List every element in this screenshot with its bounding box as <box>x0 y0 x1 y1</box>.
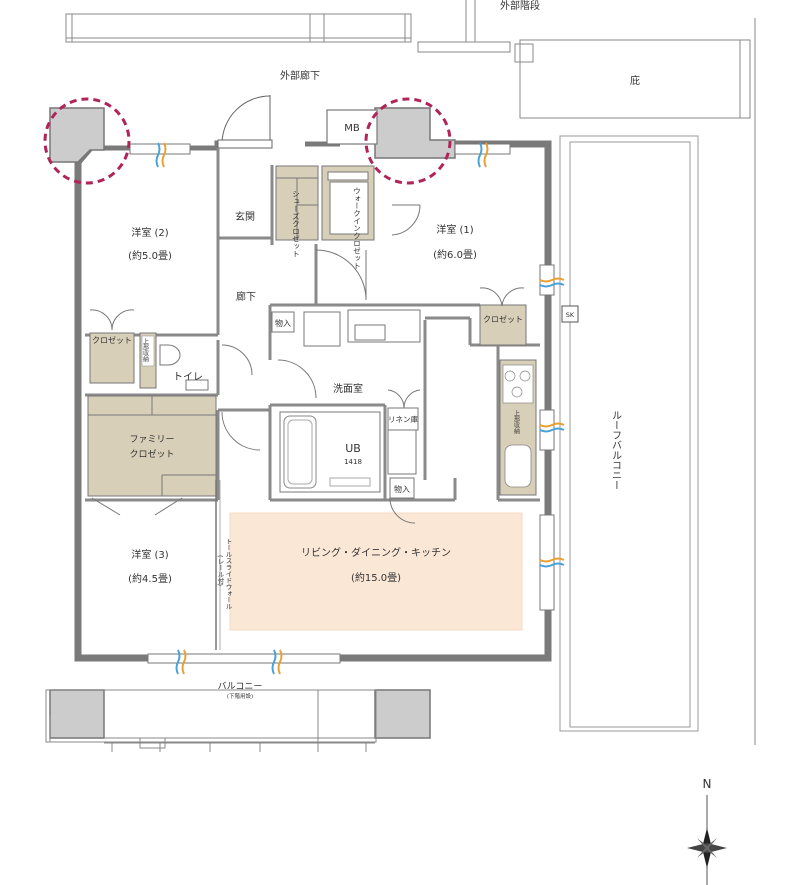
upper-shelf-label: 上部収納 <box>142 337 149 363</box>
upper-storage-label: 上部収納 <box>513 409 520 435</box>
balcony <box>45 689 377 752</box>
sk-label: SK <box>566 311 575 319</box>
outer-corridor-label: 外部廊下 <box>280 69 320 82</box>
western-room-1-label: 洋室 (1) <box>436 223 473 236</box>
ldk-size: (約15.0畳) <box>351 571 401 584</box>
tall-slide-wall[interactable]: トールスライドウォール (レール付) <box>215 480 232 650</box>
balcony-label: バルコニー <box>218 681 263 692</box>
ldk-area: リビング・ダイニング・キッチン (約15.0畳) <box>229 512 523 631</box>
western-room-1-size: (約6.0畳) <box>433 248 477 261</box>
upper-shelf: 上部収納 <box>139 332 157 389</box>
ldk-label: リビング・ダイニング・キッチン <box>301 546 451 559</box>
toilet-label: トイレ <box>173 372 203 383</box>
north-label: N <box>703 777 712 791</box>
shoes-closet: シューズクロゼット <box>275 165 319 258</box>
linen-cabinet: リネン庫 <box>387 407 419 431</box>
ac-icons <box>155 142 565 675</box>
closet-right-label: クロゼット <box>483 314 523 324</box>
outer-stairs-structure <box>65 0 756 745</box>
washroom-fixtures <box>303 309 421 475</box>
unit-bath-size: 1418 <box>344 458 362 466</box>
unit-bath: UB 1418 <box>279 411 381 493</box>
roof-balcony-label: ルーフバルコニー <box>610 410 622 490</box>
family-closet-label-1: ファミリー <box>129 435 174 445</box>
outer-stairs-label: 外部階段 <box>500 0 540 12</box>
unit-bath-label: UB <box>345 442 361 455</box>
closet-left-label: クロゼット <box>92 335 132 345</box>
highlight-circles <box>43 97 452 185</box>
walkin-closet: ウォークインクロゼット <box>321 165 375 270</box>
storage-1: 物入 <box>271 311 295 333</box>
entrance-door[interactable] <box>217 95 273 149</box>
mb-label: MB <box>344 123 360 134</box>
wall-pillars <box>49 107 456 739</box>
eaves-label: 庇 <box>630 74 640 87</box>
storage-1-label: 物入 <box>275 318 291 328</box>
storage-2: 物入 <box>389 477 415 499</box>
doors[interactable] <box>89 204 525 524</box>
linen-cabinet-label: リネン庫 <box>388 414 418 424</box>
western-room-3-label: 洋室 (3) <box>131 548 168 561</box>
closet-left: クロゼット <box>89 332 135 384</box>
roof-balcony-area <box>559 135 699 732</box>
interior-walls <box>85 148 540 502</box>
north-compass: N <box>687 777 727 885</box>
western-room-3-size: (約4.5畳) <box>128 572 172 585</box>
western-room-2-size: (約5.0畳) <box>128 249 172 262</box>
shoes-closet-label: シューズクロゼット <box>291 190 300 258</box>
storage-2-label: 物入 <box>394 484 410 494</box>
entrance-label: 玄関 <box>235 210 255 223</box>
sk-box: SK <box>561 305 579 323</box>
walkin-closet-label: ウォークインクロゼット <box>352 187 361 270</box>
tall-slide-wall-rail: (レール付) <box>216 555 224 586</box>
family-closet-label-2: クロゼット <box>129 448 174 460</box>
kitchen-counter: 上部収納 <box>499 359 537 496</box>
hallway-label: 廊下 <box>236 290 256 303</box>
closet-right: クロゼット <box>479 304 527 346</box>
tall-slide-wall-label: トールスライドウォール <box>224 538 232 610</box>
toilet-fixture <box>159 344 209 391</box>
western-room-2-label: 洋室 (2) <box>131 226 168 239</box>
washroom-label: 洗面室 <box>333 382 363 395</box>
family-closet: ファミリー クロゼット <box>87 395 217 497</box>
balcony-note: (下階用設) <box>227 692 253 700</box>
